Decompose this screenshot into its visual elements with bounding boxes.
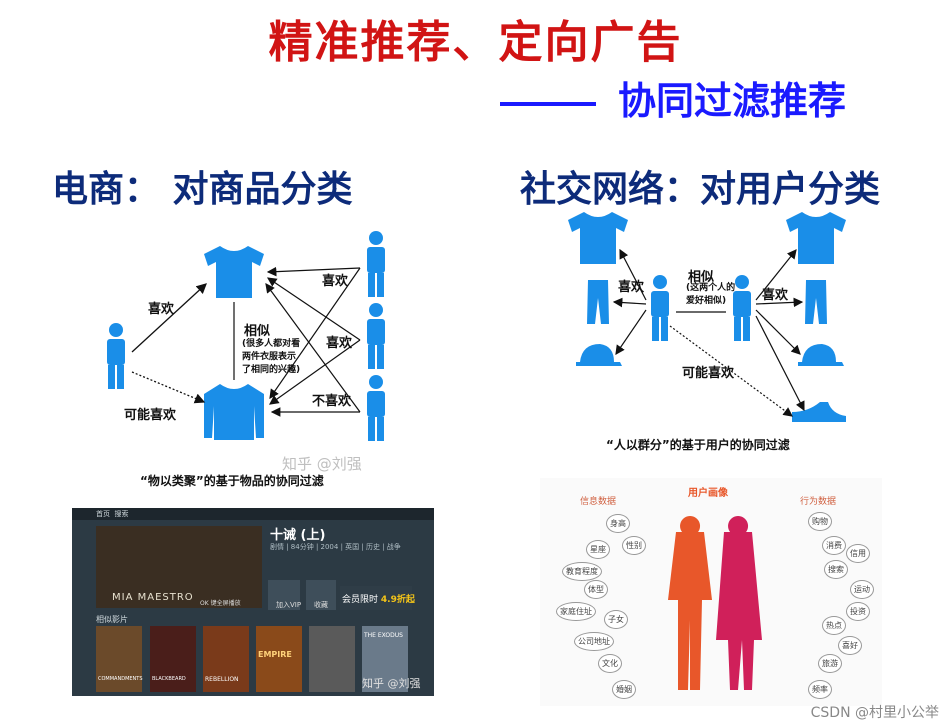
tv-fav-button[interactable]: 收藏 [314,600,328,610]
persona-right-tag: 投资 [846,602,870,621]
right-cap2-icon [798,344,844,366]
persona-left-tag: 子女 [604,610,628,629]
persona-left-tag: 教育程度 [562,562,602,581]
tv-nav: 首页 搜索 [96,509,128,519]
tv-poster-1[interactable]: COMMANDMENTS [98,676,143,682]
right-pants-icon [587,280,609,324]
persona-title: 用户画像 [688,484,728,499]
tv-poster-4[interactable]: EMPIRE [258,650,292,659]
tv-poster-6[interactable]: THE EXODUS [364,632,403,639]
persona-left-tag: 身高 [606,514,630,533]
left-tshirt-icon [204,246,264,298]
similar-note: (很多人都对看 两件衣服表示 了相同的兴趣) [242,338,300,377]
tv-poster-3[interactable]: REBELLION [205,676,239,683]
persona-right-tag: 喜好 [838,636,862,655]
user-like-label-1: 喜欢 [322,270,348,289]
tv-nav-search[interactable]: 搜索 [114,510,128,518]
persona-left-tag: 体型 [584,580,608,599]
tv-price[interactable]: 会员限时 4.9折起 [342,592,415,605]
left-user2-icon [367,231,385,297]
right-similar-note: (这两个人的 爱好相似) [686,282,735,308]
tv-movie-info: 剧情 | 84分钟 | 2004 | 英国 | 历史 | 战争 [270,542,401,552]
tv-poster-text: MIA MAESTRO [112,592,194,603]
tv-vip-button[interactable]: 加入VIP [276,600,301,610]
tv-related-heading: 相似影片 [96,614,128,625]
right-likes-left: 喜欢 [618,276,644,295]
right-caption: “人以群分”的基于用户的协同过滤 [606,436,790,453]
user-like-label-2: 喜欢 [326,332,352,351]
persona-right-tag: 消费 [822,536,846,555]
left-caption: “物以类聚”的基于物品的协同过滤 [140,472,324,489]
persona-right-tag: 购物 [808,512,832,531]
tv-poster-sub: OK 键全屏播放 [200,598,241,607]
persona-right-tag: 热点 [822,616,846,635]
tv-nav-home[interactable]: 首页 [96,510,110,518]
persona-left-tag: 婚姻 [612,680,636,699]
tv-watermark: 知乎 @刘强 [362,675,421,691]
likes-label: 喜欢 [148,298,174,317]
note-line-2: 两件衣服表示 [242,351,300,364]
left-watermark: 知乎 @刘强 [282,453,362,474]
persona-right-tag: 信用 [846,544,870,563]
right-tshirt-icon [568,212,628,264]
tv-price-value: 4.9折起 [381,595,415,605]
right-likes-right: 喜欢 [762,284,788,303]
footer-credit: CSDN @村里小公举 [811,702,939,722]
right-shoe-icon [792,402,846,422]
rnote-line-1: (这两个人的 [686,282,735,295]
persona-left-tag: 性别 [622,536,646,555]
persona-left-tag: 星座 [586,540,610,559]
persona-right-tag: 搜索 [824,560,848,579]
maybe-likes-label: 可能喜欢 [124,404,176,423]
persona-right-tag: 频率 [808,680,832,699]
persona-left-tag: 家庭住址 [556,602,596,621]
similar-label: 相似 [244,320,270,339]
tv-price-prefix: 会员限时 [342,595,378,605]
rnote-line-2: 爱好相似) [686,295,735,308]
right-user2-icon [733,275,751,341]
tv-movie-title: 十诫 (上) [270,524,325,543]
persona-left-tag: 文化 [598,654,622,673]
note-line-3: 了相同的兴趣) [242,364,300,377]
right-maybe-likes: 可能喜欢 [682,362,734,381]
user-dislike-label: 不喜欢 [312,390,351,409]
persona-right-group: 行为数据 [800,494,836,507]
right-tshirt2-icon [786,212,846,264]
persona-right-tag: 旅游 [818,654,842,673]
note-line-1: (很多人都对看 [242,338,300,351]
left-user4-icon [367,375,385,441]
left-user-icon [107,323,125,389]
persona-left-group: 信息数据 [580,494,616,507]
persona-right-tag: 运动 [850,580,874,599]
right-pants2-icon [805,280,827,324]
tv-poster-2[interactable]: BLACKBEARD [152,676,186,682]
right-user-icon [651,275,669,341]
left-user3-icon [367,303,385,369]
right-cap-icon [576,344,622,366]
persona-left-tag: 公司地址 [574,632,614,651]
left-sweater-icon [204,384,264,440]
